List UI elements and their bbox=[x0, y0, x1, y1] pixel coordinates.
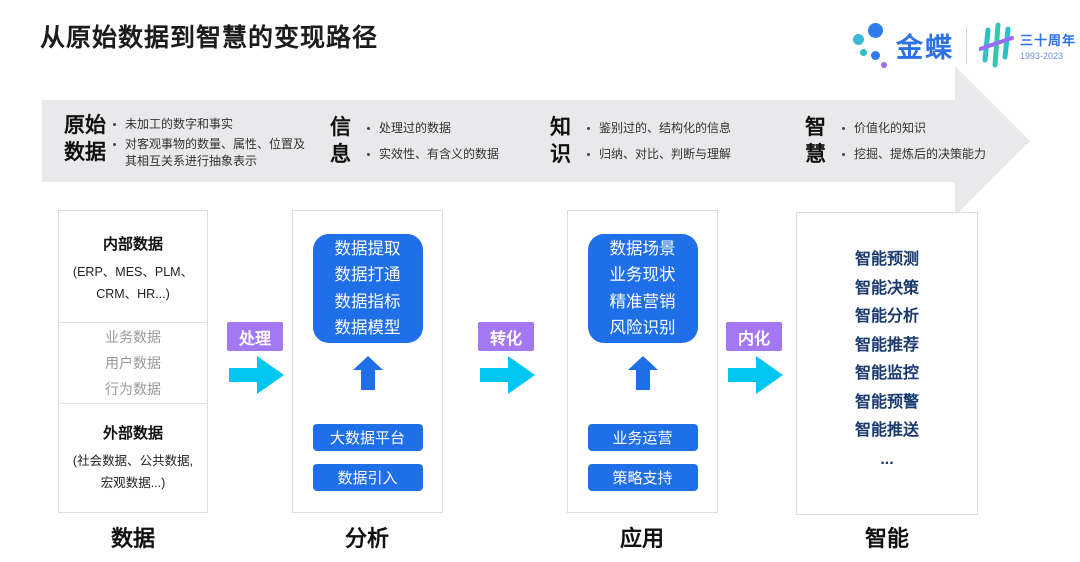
list-item: 业务数据 bbox=[105, 329, 161, 345]
section-title: 外部数据 bbox=[102, 425, 163, 442]
main-box-line: 风险识别 bbox=[609, 319, 676, 337]
list-item: 智能监控 bbox=[854, 365, 919, 382]
platform-chip: 大数据平台 bbox=[312, 424, 423, 451]
stage-point: 实效性、有含义的数据 bbox=[379, 147, 500, 161]
stage-point: 鉴别过的、结构化的信息 bbox=[599, 121, 732, 135]
main-box-line: 数据模型 bbox=[334, 319, 401, 337]
flow-transform: 转化 bbox=[478, 322, 535, 394]
flow-arrow-right-icon bbox=[480, 356, 535, 394]
list-item: 智能推送 bbox=[854, 422, 919, 439]
column-label-intelligence: 智能 bbox=[864, 526, 909, 551]
main-box-line: 数据打通 bbox=[334, 266, 401, 284]
main-box-line: 数据场景 bbox=[609, 239, 676, 258]
flow-internalize: 内化 bbox=[726, 322, 783, 394]
logo-brand-text: 金蝶 bbox=[896, 32, 954, 63]
bullet-icon bbox=[113, 143, 116, 146]
column-analysis: 数据提取 数据打通 数据指标 数据模型 大数据平台 数据引入 bbox=[292, 210, 443, 513]
banner-arrow-shape bbox=[42, 66, 1030, 216]
stage-point: 对客观事物的数量、属性、位置及其相互关系进行抽象表示 bbox=[125, 137, 306, 168]
logo-divider bbox=[966, 27, 967, 63]
page-title: 从原始数据到智慧的变现路径 bbox=[40, 24, 379, 52]
section-line: 宏观数据...) bbox=[100, 476, 166, 490]
bullet-icon bbox=[113, 123, 116, 126]
analysis-main-box: 数据提取 数据打通 数据指标 数据模型 bbox=[312, 234, 423, 343]
platform-chip: 数据引入 bbox=[312, 464, 423, 491]
flow-process: 处理 bbox=[227, 322, 284, 394]
stage-name: 信 息 bbox=[330, 116, 351, 166]
stage-name: 知 识 bbox=[550, 116, 571, 166]
column-label-application: 应用 bbox=[619, 526, 664, 551]
bullet-icon bbox=[587, 127, 590, 130]
stage-name: 原始 数据 bbox=[64, 114, 106, 164]
list-item: 智能分析 bbox=[854, 308, 919, 325]
stage-raw-data: 原始 数据 未加工的数字和事实 对客观事物的数量、属性、位置及其相互关系进行抽象… bbox=[64, 112, 305, 173]
list-item: 用户数据 bbox=[105, 355, 161, 371]
bullet-icon bbox=[842, 127, 845, 130]
section-title: 内部数据 bbox=[102, 236, 163, 253]
list-item: 智能决策 bbox=[854, 279, 919, 297]
platform-chip: 策略支持 bbox=[587, 464, 698, 491]
flow-arrow-right-icon bbox=[229, 356, 284, 394]
column-label-analysis: 分析 bbox=[344, 526, 389, 551]
flow-label: 处理 bbox=[227, 322, 283, 351]
column-application: 数据场景 业务现状 精准营销 风险识别 业务运营 策略支持 bbox=[567, 210, 718, 513]
arrow-up-icon bbox=[627, 356, 658, 390]
bullet-icon bbox=[367, 127, 370, 130]
stage-name: 智 慧 bbox=[805, 116, 826, 166]
section-line: (ERP、MES、PLM、 bbox=[72, 265, 194, 279]
stage-information: 信 息 处理过的数据 实效性、有含义的数据 bbox=[330, 114, 499, 172]
main-box-line: 精准营销 bbox=[609, 292, 676, 311]
column-intelligence: 智能预测 智能决策 智能分析 智能推荐 智能监控 智能预警 智能推送 ... bbox=[796, 212, 978, 515]
flow-label: 转化 bbox=[478, 322, 534, 351]
section-line: CRM、HR...) bbox=[96, 287, 170, 301]
stage-knowledge: 知 识 鉴别过的、结构化的信息 归纳、对比、判断与理解 bbox=[550, 114, 731, 172]
flow-label: 内化 bbox=[726, 322, 782, 351]
list-item: 智能预测 bbox=[854, 251, 919, 268]
stage-point: 挖掘、提炼后的决策能力 bbox=[854, 147, 987, 161]
main-box-line: 业务现状 bbox=[609, 266, 676, 284]
main-box-line: 数据提取 bbox=[334, 239, 401, 258]
stage-wisdom: 智 慧 价值化的知识 挖掘、提炼后的决策能力 bbox=[805, 114, 986, 172]
bullet-icon bbox=[367, 153, 370, 156]
column-data: 内部数据 (ERP、MES、PLM、 CRM、HR...) 业务数据 用户数据 … bbox=[58, 210, 208, 513]
application-main-box: 数据场景 业务现状 精准营销 风险识别 bbox=[587, 234, 698, 343]
bullet-icon bbox=[842, 153, 845, 156]
bullet-icon bbox=[587, 153, 590, 156]
stage-point: 价值化的知识 bbox=[854, 121, 927, 135]
list-item: 行为数据 bbox=[105, 381, 161, 397]
section-line: (社会数据、公共数据, bbox=[72, 454, 194, 468]
anniversary-years: 1993-2023 bbox=[1020, 50, 1064, 61]
flow-arrow-right-icon bbox=[728, 356, 783, 394]
main-box-line: 数据指标 bbox=[334, 292, 401, 311]
stage-point: 归纳、对比、判断与理解 bbox=[599, 147, 732, 161]
list-item: 智能推荐 bbox=[854, 336, 919, 354]
platform-chip: 业务运营 bbox=[587, 424, 698, 451]
kingdee-butterfly-icon bbox=[852, 20, 888, 70]
list-item: 智能预警 bbox=[854, 393, 919, 411]
kingdee-logo: 金蝶 三十周年 1993-2023 bbox=[852, 18, 1076, 72]
thirty-anniversary-icon bbox=[979, 22, 1014, 68]
stage-point: 处理过的数据 bbox=[379, 121, 452, 135]
column-label-data: 数据 bbox=[110, 526, 155, 551]
arrow-up-icon bbox=[352, 356, 383, 390]
list-item: ... bbox=[880, 450, 894, 468]
stage-point: 未加工的数字和事实 bbox=[125, 117, 234, 131]
anniversary-text: 三十周年 bbox=[1020, 32, 1077, 48]
